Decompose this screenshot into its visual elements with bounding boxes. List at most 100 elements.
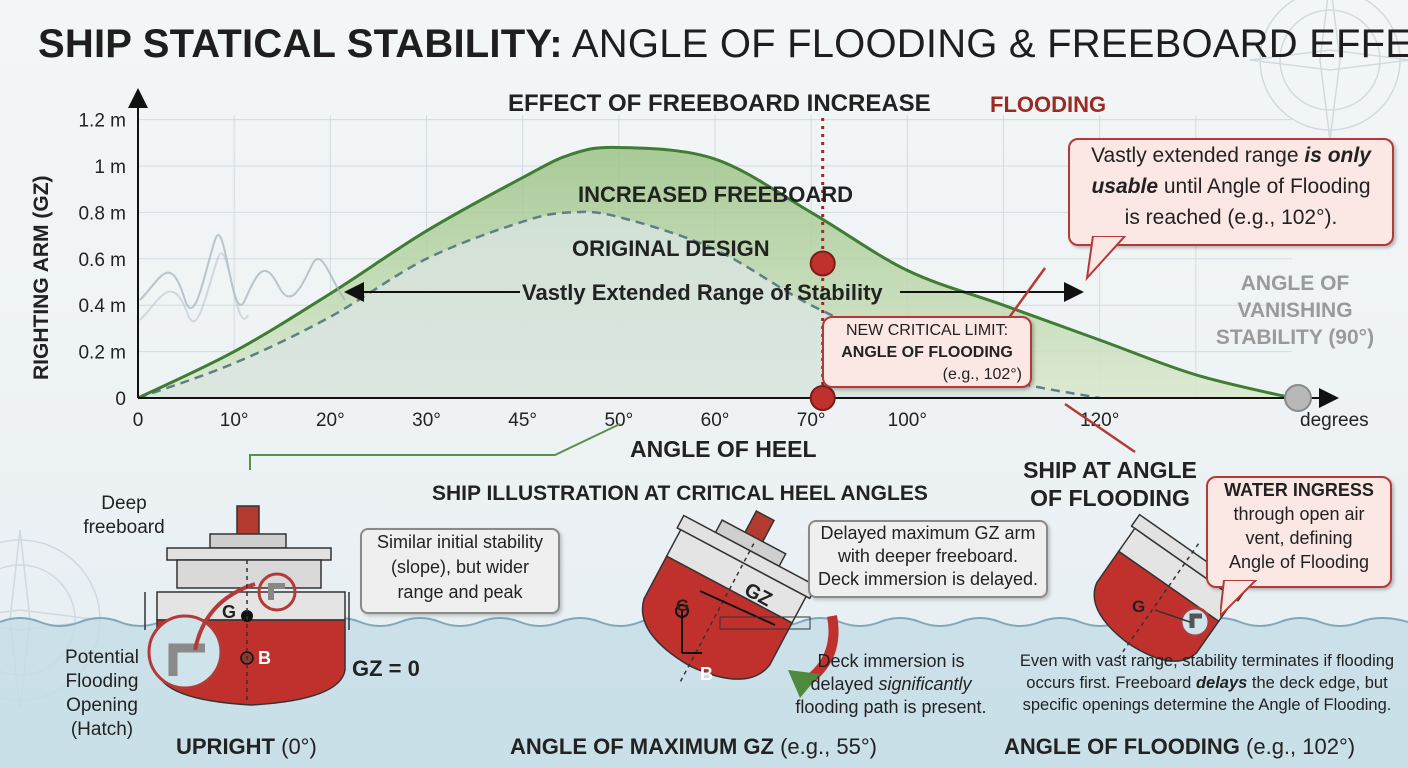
heading-text: SHIP AT ANGLE xyxy=(1023,457,1197,483)
x-tick-label: 30° xyxy=(412,410,441,431)
y-tick-label: 1.2 m xyxy=(78,111,126,132)
caption-upright: UPRIGHT (0°) xyxy=(176,734,317,760)
callout-connector xyxy=(249,423,621,470)
callout-text-emphasis: usable xyxy=(1091,175,1159,198)
callout-text: vent, defining xyxy=(1245,528,1353,548)
note-text: Even with vast range, stability terminat… xyxy=(1019,652,1395,670)
caption-sub: (e.g., 102°) xyxy=(1246,734,1356,759)
flooding-base-marker xyxy=(809,385,836,411)
x-axis-label: ANGLE OF HEEL xyxy=(630,436,817,462)
note-text: specific openings determine the Angle of… xyxy=(1022,696,1392,714)
flooding-label: FLOODING xyxy=(990,92,1107,117)
callout-text: Deck immersion is delayed. xyxy=(817,569,1039,589)
ship-at-flooding-heading: SHIP AT ANGLE OF FLOODING xyxy=(1010,456,1210,512)
critical-limit-callout: NEW CRITICAL LIMIT: ANGLE OF FLOODING (e… xyxy=(822,316,1032,388)
note-text: delayed xyxy=(810,674,874,694)
range-label: Vastly Extended Range of Stability xyxy=(522,280,883,305)
callout-text: NEW CRITICAL LIMIT: xyxy=(845,322,1009,339)
y-tick-label: 0.4 m xyxy=(78,296,126,317)
b-label: B xyxy=(258,648,271,668)
callout-text: through open air xyxy=(1233,504,1365,524)
page-title: SHIP STATICAL STABILITY: ANGLE OF FLOODI… xyxy=(38,22,1408,67)
caption-sub: (0°) xyxy=(281,734,317,759)
x-tick-label: 20° xyxy=(316,410,345,431)
label-text: (Hatch) xyxy=(70,719,134,740)
callout-text: Delayed maximum GZ arm xyxy=(820,523,1036,543)
y-tick-label: 0 xyxy=(115,389,126,410)
caption-text: ANGLE OF MAXIMUM GZ xyxy=(510,734,774,759)
heel-direction-arrow-icon xyxy=(788,615,839,698)
callout-text-bold: WATER INGRESS xyxy=(1224,480,1374,500)
y-tick-label: 0.6 m xyxy=(78,250,126,271)
vanishing-stability-marker xyxy=(1284,384,1312,412)
upright-note-callout: Similar initial stability (slope), but w… xyxy=(360,528,560,614)
vanishing-stability-label: ANGLE OF VANISHING STABILITY (90°) xyxy=(1195,270,1395,351)
label-text: Flooding xyxy=(65,671,139,692)
label-text: Opening xyxy=(66,695,138,716)
original-design-line xyxy=(137,210,1100,400)
callout-text: is reached (e.g., 102°). xyxy=(1124,206,1338,229)
deep-freeboard-label: Deep freeboard xyxy=(74,492,174,540)
y-tick-label: 0.2 m xyxy=(78,343,126,364)
avs-text: STABILITY (90°) xyxy=(1215,326,1375,349)
x-tick-label: 50° xyxy=(604,410,633,431)
callout-tail xyxy=(1085,236,1127,282)
callout-tail xyxy=(1220,580,1258,618)
note-text-emphasis: delays xyxy=(1195,674,1248,692)
callout-text: until Angle of Flooding xyxy=(1163,175,1371,198)
x-tick-label: 120° xyxy=(1080,410,1119,431)
water-ingress-callout: WATER INGRESS through open air vent, def… xyxy=(1206,476,1392,588)
caption-flooding: ANGLE OF FLOODING (e.g., 102°) xyxy=(1004,734,1355,760)
note-text: the deck edge, but xyxy=(1251,674,1388,692)
title-rest: ANGLE OF FLOODING & FREEBOARD EFFECTS xyxy=(571,22,1408,66)
x-tick-label: 10° xyxy=(220,410,249,431)
x-tick-label: 70° xyxy=(797,410,826,431)
caption-max-gz: ANGLE OF MAXIMUM GZ (e.g., 55°) xyxy=(510,734,877,760)
usable-range-callout: Vastly extended range is only usable unt… xyxy=(1068,138,1394,246)
flooding-summary-note: Even with vast range, stability terminat… xyxy=(1010,650,1404,716)
g-label: G xyxy=(676,596,690,615)
noise-squiggle xyxy=(139,234,346,310)
callout-text: Angle of Flooding xyxy=(1228,552,1370,572)
caption-sub: (e.g., 55°) xyxy=(780,734,877,759)
noise-squiggle xyxy=(139,252,249,323)
chart-title: EFFECT OF FREEBOARD INCREASE xyxy=(508,90,931,117)
avs-text: VANISHING xyxy=(1237,299,1353,322)
label-text: freeboard xyxy=(83,517,165,538)
title-bold: SHIP STATICAL STABILITY: xyxy=(38,22,563,66)
flooding-point-marker xyxy=(809,250,836,277)
y-axis-label: RIGHTING ARM (GZ) xyxy=(30,175,53,380)
x-tick-label: 100° xyxy=(888,410,927,431)
callout-text: (e.g., 102°) xyxy=(942,366,1022,383)
max-gz-note-callout: Delayed maximum GZ arm with deeper freeb… xyxy=(808,520,1048,598)
y-tick-label: 0.8 m xyxy=(78,203,126,224)
label-text: Deep xyxy=(101,493,147,514)
callout-text: range and peak xyxy=(397,582,523,602)
increased-freeboard-line xyxy=(137,145,1293,400)
flooding-opening-label: Potential Flooding Opening (Hatch) xyxy=(52,646,152,742)
callout-text-bold: ANGLE OF FLOODING xyxy=(841,344,1013,361)
x-tick-label: 0 xyxy=(133,410,144,431)
series-label-increased: INCREASED FREEBOARD xyxy=(578,182,854,207)
x-tick-label: 45° xyxy=(508,410,537,431)
g-label: G xyxy=(222,602,237,622)
x-axis-unit: degrees xyxy=(1300,410,1369,431)
note-text: occurs first. Freeboard xyxy=(1026,674,1192,692)
caption-text: UPRIGHT xyxy=(176,734,275,759)
callout-connector xyxy=(1064,402,1136,454)
x-tick-label: 60° xyxy=(701,410,730,431)
callout-text: Vastly extended range xyxy=(1091,144,1299,167)
callout-text: Similar initial stability xyxy=(376,532,544,552)
ship-upright xyxy=(144,505,350,706)
note-text: Deck immersion is xyxy=(817,651,965,671)
series-label-original: ORIGINAL DESIGN xyxy=(572,236,770,261)
label-text: Potential xyxy=(65,647,139,668)
caption-text: ANGLE OF FLOODING xyxy=(1004,734,1240,759)
gz-zero-label: GZ = 0 xyxy=(352,656,420,681)
avs-text: ANGLE OF xyxy=(1240,272,1350,295)
g-label: G xyxy=(1132,597,1146,616)
ship-max-gz xyxy=(641,510,818,686)
section-title: SHIP ILLUSTRATION AT CRITICAL HEEL ANGLE… xyxy=(432,482,928,505)
note-text: flooding path is present. xyxy=(795,697,987,717)
